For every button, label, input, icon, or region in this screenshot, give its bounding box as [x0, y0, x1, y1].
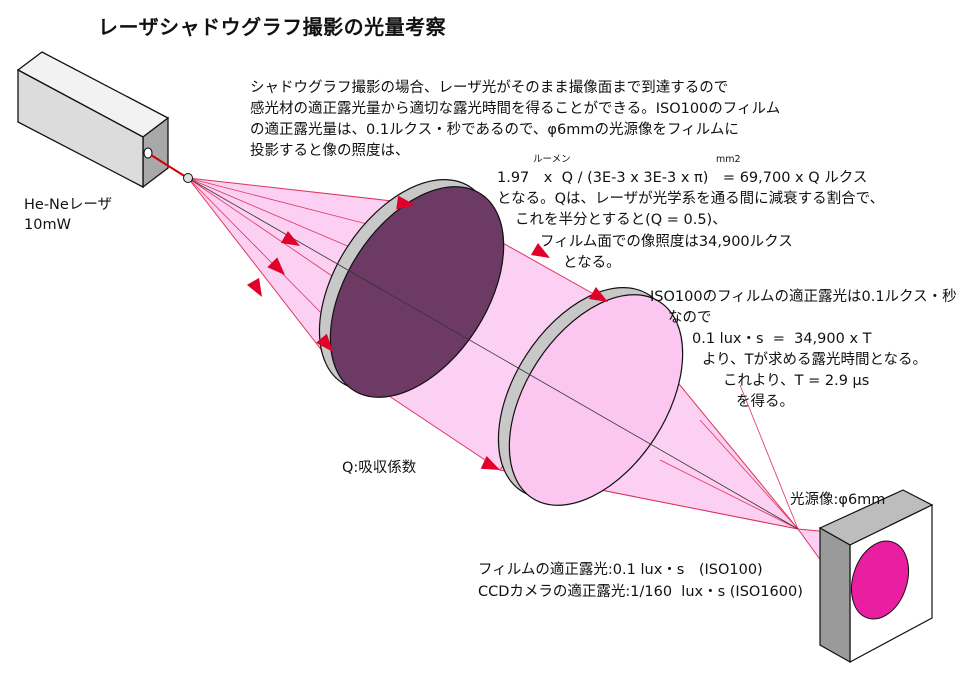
- beam-arrow: [280, 230, 300, 246]
- laser-box: [16, 51, 170, 189]
- intro-line-2: 感光材の適正露光量から適切な露光時間を得ることができる。ISO100のフィルム: [250, 101, 781, 117]
- result-line-4: となる。: [563, 255, 621, 271]
- film-exposure-note: フィルムの適正露光:0.1 lux・s (ISO100): [478, 562, 763, 578]
- exposure-line-6: を得る。: [736, 394, 794, 410]
- intro-line-3: の適正露光量は、0.1ルクス・秒であるので、φ6mmの光源像をフィルムに: [250, 122, 739, 138]
- beam-arrow: [267, 257, 285, 275]
- result-line-2: これを半分とすると(Q = 0.5)、: [515, 212, 727, 228]
- laser-power: 10mW: [24, 217, 71, 233]
- formula-lumen-note: ルーメン: [533, 154, 571, 165]
- exposure-line-1: ISO100のフィルムの適正露光は0.1ルクス・秒: [650, 289, 957, 305]
- film-plate: [818, 489, 934, 664]
- beam-arrow: [316, 333, 333, 352]
- exposure-line-5: これより、T = 2.9 μs: [723, 373, 870, 389]
- pinhole: [183, 173, 193, 183]
- beam-arrow: [246, 277, 262, 297]
- beam-arrow: [530, 242, 550, 258]
- laser-beam-line: [150, 154, 187, 178]
- light-spot: [851, 540, 909, 620]
- lens-2: [497, 287, 684, 506]
- beam-arrow: [588, 286, 608, 302]
- absorption-label: Q:吸収係数: [342, 460, 417, 476]
- exposure-line-4: より、Tが求める露光時間となる。: [702, 352, 928, 368]
- beam-rays: [187, 177, 799, 530]
- beam-arrow: [396, 195, 415, 210]
- exposure-line-3: 0.1 lux・s = 34,900 x T: [692, 331, 872, 347]
- result-line-1: となる。Qは、レーザが光学系を通る間に減衰する割合で、: [497, 191, 885, 207]
- beam-arrow: [480, 456, 500, 470]
- ccd-exposure-note: CCDカメラの適正露光:1/160 lux・s (ISO1600): [478, 584, 803, 600]
- formula-main: 1.97 x Q / (3E-3 x 3E-3 x π) = 69,700 x …: [497, 170, 868, 186]
- laser-name: He-Neレーザ: [24, 197, 113, 213]
- exposure-line-2: なので: [668, 310, 712, 326]
- intro-line-4: 投影すると像の照度は、: [250, 143, 410, 159]
- source-image-label: 光源像:φ6mm: [790, 492, 886, 508]
- lens-1: [318, 179, 505, 398]
- intro-line-1: シャドウグラフ撮影の場合、レーザ光がそのまま撮像面まで到達するので: [250, 80, 729, 96]
- page-title: レーザシャドウグラフ撮影の光量考察: [98, 15, 447, 39]
- result-line-3: フィルム面での像照度は34,900ルクス: [540, 234, 793, 250]
- laser-aperture: [143, 147, 153, 159]
- formula-mm2-note: mm2: [716, 154, 741, 165]
